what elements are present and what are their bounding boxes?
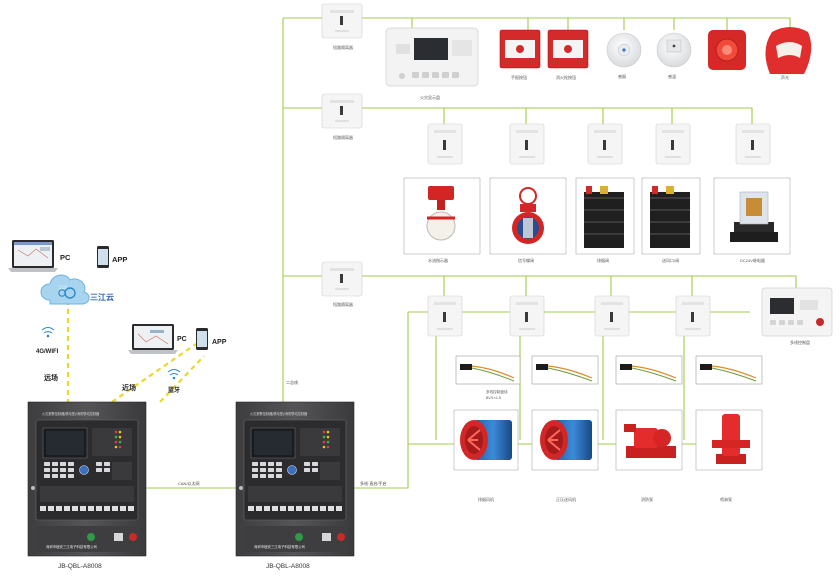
- smoke-damper-icon: [584, 186, 624, 248]
- near-link-label: 蓝牙: [168, 386, 180, 394]
- io-module-row3-3: [675, 295, 711, 337]
- cable-note-2: BV/1×1.5: [486, 396, 501, 400]
- remote-app-label: APP: [112, 255, 127, 264]
- row2-device-1-label: 信号蝶阀: [518, 257, 534, 263]
- row2-device-2-label: 排烟阀: [597, 257, 609, 263]
- remote-link-label: 4G/WIFI: [36, 349, 59, 355]
- can-link-label: CAN/以太网: [178, 480, 200, 486]
- row3-device-2-label: 消防泵: [641, 496, 653, 502]
- cloud-logo-text: 三江云: [58, 284, 67, 289]
- io-module-row3-1: [509, 295, 545, 337]
- wireless-links: [66, 300, 205, 403]
- isolator-module-row2: [321, 93, 363, 129]
- cloud-icon: [40, 274, 90, 305]
- smoke-exhaust-fan-icon: [460, 420, 512, 460]
- io-module-row3-2: [594, 295, 630, 337]
- manual-call-point: [499, 29, 541, 69]
- air-supply-valve-icon: [650, 186, 690, 248]
- remote-field-label: 远场: [44, 373, 58, 382]
- near-pc-label: PC: [177, 336, 187, 343]
- panel-2-maker: 深圳市赋安三江电子科技有限公司: [254, 544, 305, 549]
- remote-pc-label: PC: [60, 253, 71, 262]
- row1-device-1-label: 手报按钮: [511, 74, 527, 80]
- row3-device-3-label: 喷淋泵: [720, 496, 732, 502]
- row1-device-4-label: 感温: [668, 73, 676, 79]
- panel-1-caption: 火灾报警控制器(联动型)/消防联动控制器: [42, 411, 100, 416]
- panel-2-caption: 火灾报警控制器(联动型)/消防联动控制器: [250, 411, 308, 416]
- laptop-remote: [8, 240, 58, 272]
- fire-display-panel: [385, 27, 479, 87]
- io-module-row2-0: [427, 123, 463, 165]
- panel-1-maker: 深圳市赋安三江电子科技有限公司: [46, 544, 97, 549]
- io-module-row2-4: [735, 123, 771, 165]
- control-panel-2: [235, 401, 355, 557]
- row1-device-0-label: 火灾显示盘: [420, 94, 440, 100]
- panel-1-model: JB-QBL-A8008: [58, 563, 102, 570]
- flow-indicator-icon: [426, 186, 456, 241]
- isolator-module-row3: [321, 261, 363, 297]
- row2-device-0-label: 水流指示器: [428, 257, 448, 263]
- control-cables: [455, 355, 763, 385]
- row1-device-5-label: 声光: [781, 74, 789, 80]
- smoke-detector: [606, 32, 642, 68]
- fire-pump-icon: [624, 424, 676, 458]
- row3-device-1-label: 正压送风机: [556, 496, 576, 502]
- cable-note: 多线控制盘线: [486, 389, 508, 394]
- row2-module-label: 短路隔离器: [333, 134, 353, 140]
- multiline-label: 多线·直启/手启: [360, 480, 386, 486]
- wifi-icon-remote: [41, 327, 55, 338]
- isolator-module-row1: [321, 3, 363, 39]
- control-panel-1: [27, 401, 147, 557]
- wifi-icon-near: [167, 369, 181, 380]
- bus-label: 二总线: [286, 379, 298, 385]
- multiline-control-panel: [761, 287, 833, 337]
- near-field-label: 近场: [122, 383, 136, 392]
- sounder-strobe-round: [765, 27, 812, 74]
- io-module-row3-0: [427, 295, 463, 337]
- row2-device-3-label: 送风口/阀: [662, 257, 679, 263]
- row3-module-label: 短路隔离器: [333, 301, 353, 307]
- pressurization-fan-icon: [540, 420, 592, 460]
- io-module-row2-2: [587, 123, 623, 165]
- row3-device-0-label: 排烟风机: [478, 496, 494, 502]
- relay-icon: [730, 191, 778, 242]
- io-module-row2-1: [509, 123, 545, 165]
- cloud-name: 三江云: [90, 292, 114, 302]
- sprinkler-pump-icon: [712, 414, 750, 464]
- butterfly-valve-icon: [512, 187, 544, 244]
- hydrant-button: [547, 29, 589, 69]
- sounder-strobe-square: [708, 30, 746, 70]
- row1-device-3-label: 感烟: [618, 73, 626, 79]
- heat-detector: [656, 32, 692, 68]
- laptop-near: [128, 324, 178, 354]
- phone-near: [196, 328, 208, 350]
- row1-module-label: 短路隔离器: [333, 44, 353, 50]
- row1-device-2-label: 消火栓按钮: [556, 74, 576, 80]
- row3-control-panel-label: 多线控制盘: [790, 339, 810, 345]
- row2-device-4-label: DC24V继电器: [740, 257, 765, 263]
- near-app-label: APP: [212, 339, 227, 346]
- io-module-row2-3: [655, 123, 691, 165]
- phone-remote: [97, 246, 109, 268]
- panel-2-model: JB-QBL-A8008: [266, 563, 310, 570]
